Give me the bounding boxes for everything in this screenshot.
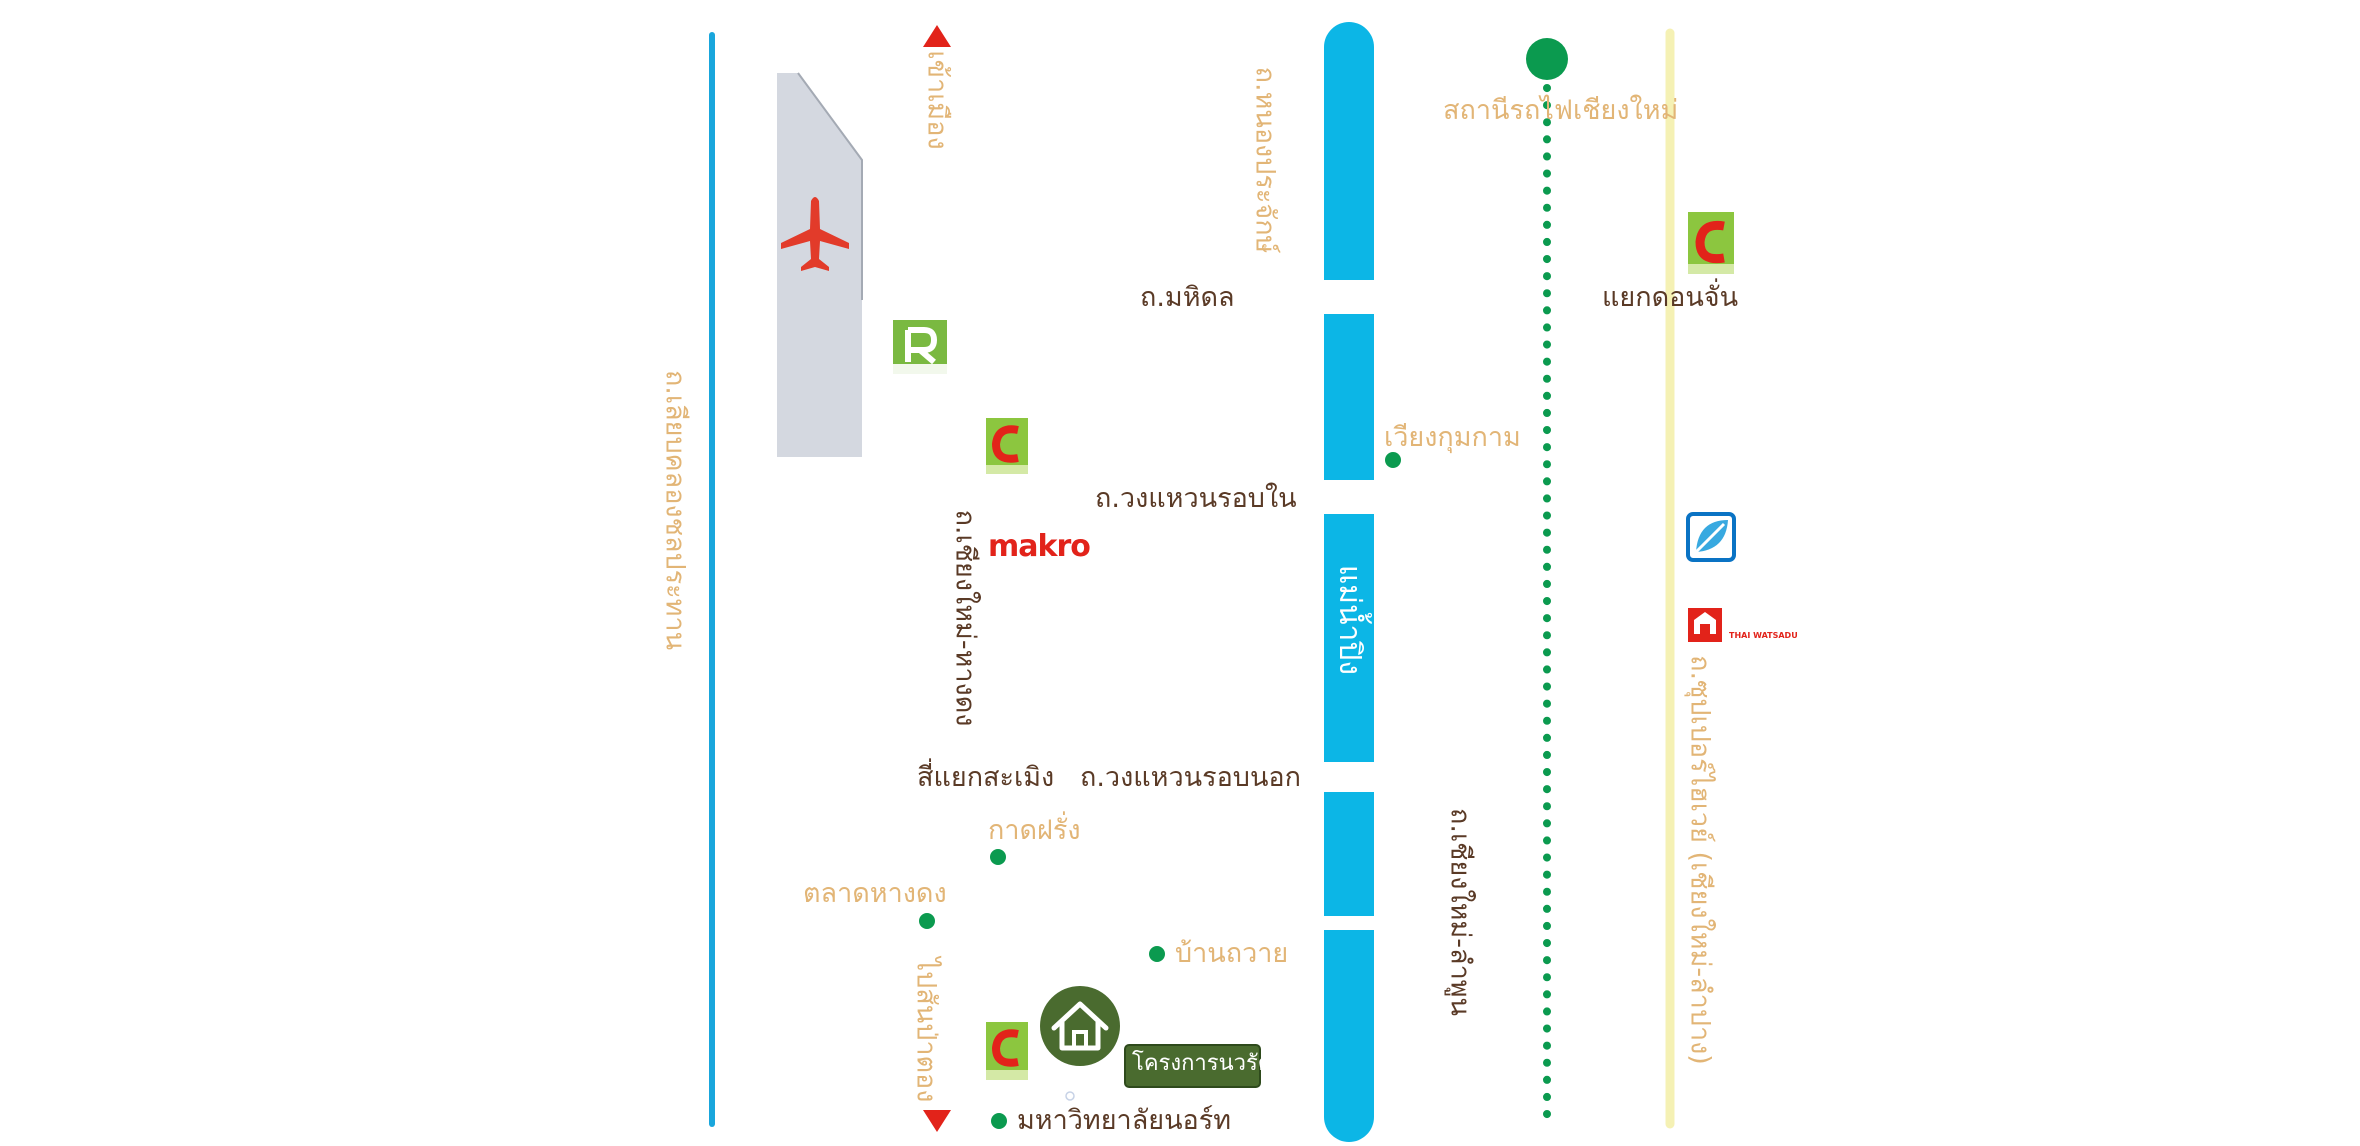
dot-kad-farang <box>990 849 1006 865</box>
train-station-marker <box>1526 38 1568 80</box>
label-road-lamphun: ถ.เชียงใหม่-ลำพูน <box>1444 808 1476 1016</box>
thai-watsadu-logo-text: THAI WATSADU <box>1729 631 1798 640</box>
label-road-superhighway: ถ.ซุปเปอร์ไฮเวย์ (เชียงใหม่-ลำปาง) <box>1684 655 1716 1065</box>
dot-north-uni <box>991 1113 1007 1129</box>
bigc-logo <box>986 1022 1028 1080</box>
thai-watsadu-logo <box>1688 608 1722 642</box>
label-road-irrigation-canal: ถ.เลียบคลองชลประทาน <box>659 369 691 651</box>
small-ring-marker <box>1065 1091 1075 1101</box>
bigc-logo <box>986 418 1028 474</box>
label-north-uni: มหาวิทยาลัยนอร์ท <box>1017 1105 1232 1136</box>
robinson-logo <box>893 320 947 374</box>
airplane-icon <box>781 197 849 271</box>
label-intersection-donchan: แยกดอนจั่น <box>1602 282 1739 313</box>
arrow-down-icon <box>923 1110 951 1132</box>
label-road-hangdong: ถ.เชียงใหม่-หางดง <box>949 509 981 727</box>
label-project-name[interactable]: โครงการนวรัตน์ <box>1132 1051 1288 1076</box>
label-ban-tawai: บ้านถวาย <box>1175 938 1289 969</box>
label-to-city: เข้าเมือง <box>921 50 953 150</box>
home-icon[interactable] <box>1040 986 1120 1066</box>
leaf-station-logo <box>1686 512 1736 562</box>
label-intersection-samoeng: สี่แยกสะเมิง <box>917 762 1055 793</box>
river-segment <box>1324 255 1374 280</box>
label-road-mahidol: ถ.มหิดล <box>1140 282 1235 313</box>
label-kad-farang: กาดฝรั่ง <box>988 815 1081 846</box>
label-to-sanpatong: ไปสันป่าตอง <box>910 957 942 1103</box>
river-segment <box>1324 930 1374 960</box>
makro-logo: makro <box>988 529 1091 564</box>
label-river-ping: แม่น้ำปิง <box>1332 564 1367 676</box>
label-road-outer-ring: ถ.วงแหวนรอบนอก <box>1080 762 1301 793</box>
label-road-inner-ring: ถ.วงแหวนรอบใน <box>1095 483 1297 514</box>
label-train-station: สถานีรถไฟเชียงใหม่ <box>1443 95 1679 126</box>
label-road-nong-prakhang: ถ.หนองประจักษ์ <box>1249 66 1281 254</box>
dot-wiang-kumkam <box>1385 452 1401 468</box>
bigc-logo <box>1688 212 1734 274</box>
label-wiang-kumkam: เวียงกุมกาม <box>1384 422 1521 453</box>
river-segment <box>1324 22 1374 280</box>
dot-talad-hangdong <box>919 913 935 929</box>
river-segment <box>1324 514 1374 762</box>
dot-ban-tawai <box>1149 946 1165 962</box>
airport-runway-edge <box>797 72 863 300</box>
river-ping <box>1324 22 1374 1142</box>
arrow-up-icon <box>923 25 951 47</box>
river-segment <box>1324 314 1374 480</box>
label-talad-hangdong: ตลาดหางดง <box>803 878 947 909</box>
project-label-box[interactable] <box>1124 1044 1261 1088</box>
river-segment <box>1324 792 1374 916</box>
river-segment <box>1324 930 1374 1142</box>
